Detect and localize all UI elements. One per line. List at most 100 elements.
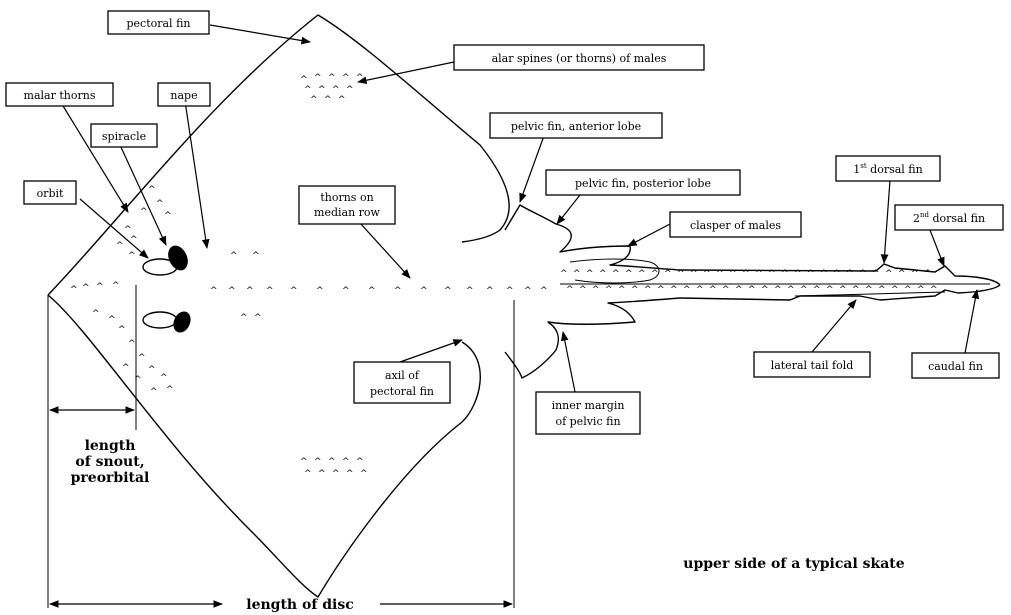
thorn-mark: ^ [128,339,136,349]
label-thorns-median-row: thorns on median row [298,185,396,225]
label-spiracle: spiracle [90,123,158,148]
thorn-mark: ^ [540,286,548,296]
thorn-mark: ^ [638,269,646,279]
svg-text:length: length [85,438,136,454]
label-pectoral-fin: pectoral fin [107,10,210,35]
svg-text:malar thorns: malar thorns [24,89,96,102]
thorn-mark: ^ [328,73,336,83]
thorn-mark: ^ [82,283,90,293]
thorn-mark: ^ [346,85,354,95]
label-clasper: clasper of males [669,211,802,238]
thorn-mark: ^ [885,269,893,279]
upper-disc-outline [47,14,510,296]
spiracle-right [173,311,191,333]
thorn-mark: ^ [651,269,659,279]
thorn-mark: ^ [166,385,174,395]
thorn-mark: ^ [605,285,613,295]
thorn-mark: ^ [820,269,828,279]
thorn-mark: ^ [709,285,717,295]
thorn-mark: ^ [586,269,594,279]
label-caudal-fin: caudal fin [911,352,1000,379]
thorn-mark: ^ [735,285,743,295]
thorn-mark: ^ [774,285,782,295]
svg-text:of snout,: of snout, [75,454,144,470]
thorn-mark: ^ [524,286,532,296]
skate-body [47,14,1001,608]
thorn-mark: ^ [118,325,126,335]
disc-length-label: length of disc [246,597,353,613]
svg-text:1st dorsal fin: 1st dorsal fin [853,162,922,176]
thorn-mark: ^ [130,235,138,245]
thorn-mark: ^ [826,285,834,295]
orbit-right [142,311,178,329]
svg-text:preorbital: preorbital [71,470,150,486]
thorn-mark: ^ [444,286,452,296]
thorn-mark: ^ [122,363,130,373]
thorn-mark: ^ [332,85,340,95]
thorn-mark: ^ [560,269,568,279]
thorn-mark: ^ [160,373,168,383]
svg-text:pelvic fin, posterior lobe: pelvic fin, posterior lobe [575,177,711,190]
thorn-mark: ^ [716,269,724,279]
thorn-mark: ^ [360,469,368,479]
thorn-mark: ^ [761,285,769,295]
thorn-mark: ^ [332,469,340,479]
thorn-mark: ^ [696,285,704,295]
thorn-mark: ^ [304,469,312,479]
thorn-mark: ^ [904,285,912,295]
thorn-mark: ^ [625,269,633,279]
lower-disc-outline [47,294,481,598]
thorn-mark: ^ [266,286,274,296]
thorn-mark: ^ [300,75,308,85]
thorn-mark: ^ [852,285,860,295]
thorn-mark: ^ [800,285,808,295]
spiracle-left [168,245,188,271]
tail-outline-lower [679,284,1001,301]
label-axil: axil of pectoral fin [353,361,451,404]
label-lateral-tail-fold: lateral tail fold [753,351,871,378]
svg-text:thorns on: thorns on [320,191,373,204]
label-alar-spines: alar spines (or thorns) of males [453,44,705,71]
thorn-mark: ^ [755,269,763,279]
thorn-mark: ^ [324,95,332,105]
thorn-mark: ^ [677,269,685,279]
thorn-mark: ^ [787,285,795,295]
pelvic-fin-upper [504,204,681,271]
thorn-mark: ^ [314,73,322,83]
thorn-mark: ^ [112,281,120,291]
svg-text:pectoral fin: pectoral fin [370,385,434,398]
thorn-mark: ^ [124,225,132,235]
thorn-mark: ^ [846,269,854,279]
thorn-mark: ^ [342,457,350,467]
label-nape: nape [157,82,211,107]
thorn-mark: ^ [108,315,116,325]
thorn-mark: ^ [917,285,925,295]
svg-text:pelvic fin, anterior lobe: pelvic fin, anterior lobe [511,120,641,133]
label-inner-margin: inner margin of pelvic fin [535,391,641,435]
thorn-mark: ^ [318,469,326,479]
thorn-mark: ^ [356,457,364,467]
label-malar-thorns: malar thorns [5,82,114,107]
thorn-mark: ^ [573,269,581,279]
thorn-mark: ^ [742,269,750,279]
label-dorsal-fin-1: 1st dorsal fin [835,155,941,182]
thorn-mark: ^ [748,285,756,295]
clasper-outline [569,258,660,284]
thorn-mark: ^ [116,241,124,251]
svg-text:spiracle: spiracle [102,130,146,143]
svg-text:lateral tail fold: lateral tail fold [771,359,854,372]
thorn-mark: ^ [148,185,156,195]
thorn-mark: ^ [92,309,100,319]
thorn-mark: ^ [128,251,136,261]
snout-length-label: length of snout, preorbital [71,438,150,486]
svg-text:2nd dorsal fin: 2nd dorsal fin [913,211,985,225]
thorn-mark: ^ [134,375,142,385]
thorn-mark: ^ [150,387,158,397]
thorn-mark: ^ [148,365,156,375]
thorn-mark: ^ [70,285,78,295]
thorn-mark: ^ [924,269,932,279]
thorn-mark: ^ [566,285,574,295]
label-orbit: orbit [23,180,77,205]
svg-text:clasper of males: clasper of males [690,219,781,232]
thorn-mark: ^ [240,313,248,323]
